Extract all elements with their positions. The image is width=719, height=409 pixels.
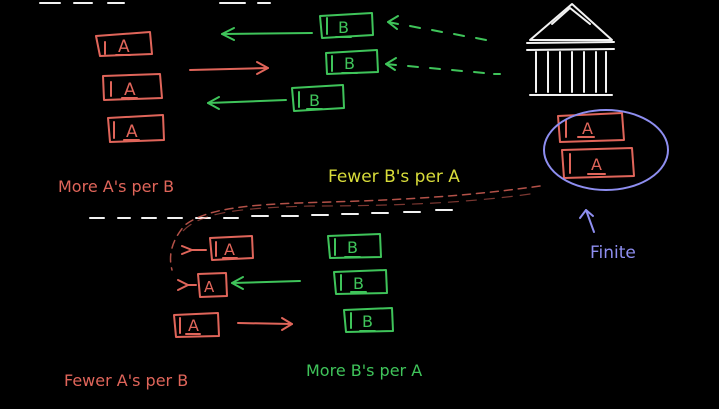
svg-text:B: B: [309, 91, 320, 110]
arrow-icon: [387, 15, 487, 41]
arrow-icon: [579, 209, 595, 233]
b-box: B: [343, 307, 394, 333]
fewer-bs-per-a-label: Fewer B's per A: [328, 167, 460, 187]
arrow-icon: [221, 27, 313, 41]
svg-text:A: A: [118, 37, 130, 57]
svg-text:B: B: [347, 238, 358, 257]
a-box: A: [561, 147, 635, 179]
svg-text:A: A: [126, 122, 138, 142]
a-box: A: [181, 235, 254, 261]
svg-text:A: A: [224, 240, 235, 259]
more-bs-per-a-label: More B's per A: [306, 361, 422, 380]
b-box: B: [319, 12, 374, 39]
middle-divider: [89, 209, 453, 219]
trail-line: [181, 193, 531, 233]
svg-text:B: B: [338, 18, 349, 37]
fewer-as-per-b-label: Fewer A's per B: [64, 371, 188, 390]
b-box: B: [333, 269, 388, 295]
arrow-icon: [189, 61, 269, 75]
trail-line: [169, 185, 541, 271]
a-box: A: [107, 114, 165, 143]
svg-text:B: B: [344, 54, 355, 73]
a-box: A: [557, 112, 625, 143]
a-box: A: [95, 31, 153, 57]
svg-text:A: A: [124, 80, 136, 100]
b-box: B: [291, 84, 345, 112]
svg-text:A: A: [204, 278, 215, 296]
more-as-per-b-label: More A's per B: [58, 177, 174, 196]
b-box: B: [325, 49, 379, 75]
finite-label: Finite: [590, 243, 636, 263]
a-box: A: [173, 312, 220, 338]
arrow-icon: [237, 317, 293, 331]
a-box: A: [177, 272, 228, 298]
arrow-icon: [231, 276, 301, 290]
svg-text:B: B: [362, 312, 373, 331]
arrow-icon: [207, 96, 287, 110]
finite-circle: [543, 109, 669, 191]
b-box: B: [327, 233, 382, 259]
a-box: A: [102, 73, 163, 101]
svg-text:A: A: [582, 119, 593, 138]
svg-text:A: A: [591, 155, 602, 174]
svg-text:B: B: [353, 274, 364, 293]
arrow-icon: [385, 57, 501, 75]
svg-text:A: A: [188, 316, 199, 335]
bank-building-icon: [526, 3, 615, 96]
